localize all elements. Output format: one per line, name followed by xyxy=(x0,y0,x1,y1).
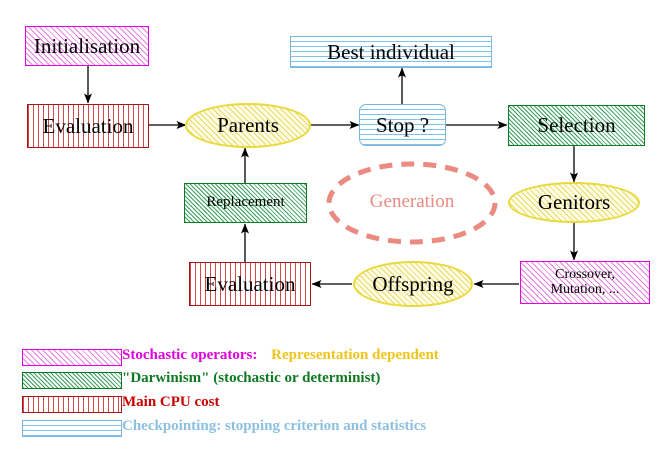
legend-text-stochastic: Stochastic operators: xyxy=(122,347,258,363)
node-initialisation[interactable]: Initialisation xyxy=(25,26,149,66)
node-best-individual-label: Best individual xyxy=(327,39,455,64)
node-parents[interactable]: Parents xyxy=(185,103,311,148)
node-stop-label: Stop ? xyxy=(375,112,430,137)
node-offspring[interactable]: Offspring xyxy=(353,261,473,307)
legend-row-main-cpu-cost xyxy=(22,396,122,413)
node-offspring-label: Offspring xyxy=(372,271,454,296)
legend-row-checkpointing xyxy=(22,420,122,437)
node-crossover-mutation[interactable]: Crossover, Mutation, ... xyxy=(520,261,650,304)
legend-text-representation-dependent: Representation dependent xyxy=(271,347,439,363)
node-replacement-label: Replacement xyxy=(206,194,285,211)
node-crossover-label-line2: Mutation, ... xyxy=(550,281,620,297)
node-genitors-label: Genitors xyxy=(537,190,611,215)
node-genitors[interactable]: Genitors xyxy=(508,182,640,223)
legend-swatch-magenta-hatch xyxy=(22,349,122,366)
node-evaluation-bottom[interactable]: Evaluation xyxy=(189,262,311,306)
legend-swatch-red-stripes xyxy=(22,396,122,413)
node-stop[interactable]: Stop ? xyxy=(359,104,446,146)
node-initialisation-label: Initialisation xyxy=(33,33,141,58)
node-selection-label: Selection xyxy=(537,113,616,138)
node-generation-label: Generation xyxy=(369,191,455,212)
legend-label-checkpointing: Checkpointing: stopping criterion and st… xyxy=(122,418,427,434)
node-crossover-label-line1: Crossover, xyxy=(555,266,615,282)
legend-swatch-blue-stripes xyxy=(22,420,122,437)
node-evaluation-top[interactable]: Evaluation xyxy=(27,104,149,148)
legend-swatch-green-hatch xyxy=(22,372,122,389)
node-best-individual[interactable]: Best individual xyxy=(290,36,492,68)
legend-label-stochastic-operators: Stochastic operators: Representation dep… xyxy=(122,347,439,364)
node-selection[interactable]: Selection xyxy=(508,105,645,146)
node-evaluation-top-label: Evaluation xyxy=(42,113,134,138)
node-parents-label: Parents xyxy=(217,113,279,138)
node-replacement[interactable]: Replacement xyxy=(184,183,307,223)
legend-label-main-cpu-cost: Main CPU cost xyxy=(122,394,220,410)
legend-row-stochastic-operators xyxy=(22,349,122,366)
legend-row-darwinism xyxy=(22,372,122,389)
legend-label-darwinism: "Darwinism" (stochastic or determinist) xyxy=(122,370,381,386)
node-generation-ellipse xyxy=(326,161,498,245)
node-evaluation-bottom-label: Evaluation xyxy=(204,271,296,296)
